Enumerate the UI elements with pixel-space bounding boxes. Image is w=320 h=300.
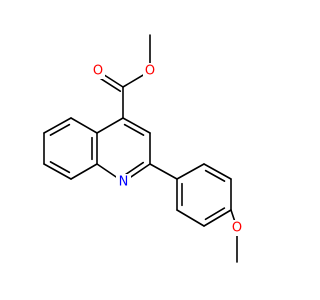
bond-cp6-cp1: [176, 163, 205, 180]
atom-label-o-carbonyl: O: [93, 64, 103, 79]
bond-cp5-cp6-inner: [204, 169, 226, 182]
bond-c7-c8-inner: [49, 161, 71, 174]
atom-label-layer: O O N O: [91, 63, 244, 236]
atom-label-n-ring: N: [119, 175, 129, 190]
bond-c4-c3-inner: [123, 123, 145, 136]
bond-c4a-c4: [96, 117, 124, 134]
atom-label-o-ester: O: [145, 64, 155, 79]
atom-o-ester: O: [143, 63, 157, 79]
bond-cp2-cp3: [176, 209, 205, 227]
bond-cp5-cp6: [203, 163, 232, 180]
atom-o-methoxy: O: [230, 220, 244, 236]
atom-n-ring: N: [116, 174, 131, 190]
bond-c5-c6: [43, 117, 72, 134]
atom-label-o-methoxy: O: [232, 221, 242, 236]
bond-c4a-c5: [70, 117, 98, 134]
bond-c2-n1-inner: [123, 161, 145, 176]
structure-drawing: O O N O: [43, 34, 244, 263]
bond-c8-c8a: [70, 163, 98, 180]
bond-c7-c8: [43, 163, 72, 180]
bond-layer: [43, 34, 238, 263]
bond-cp3-cp4: [203, 209, 232, 227]
atom-o-carbonyl: O: [91, 63, 105, 79]
bond-c4-c3: [122, 117, 151, 134]
bond-c2-cp1: [149, 163, 178, 180]
bond-c5-c6-inner: [49, 123, 71, 136]
bond-cp3-cp4-inner: [204, 207, 226, 221]
